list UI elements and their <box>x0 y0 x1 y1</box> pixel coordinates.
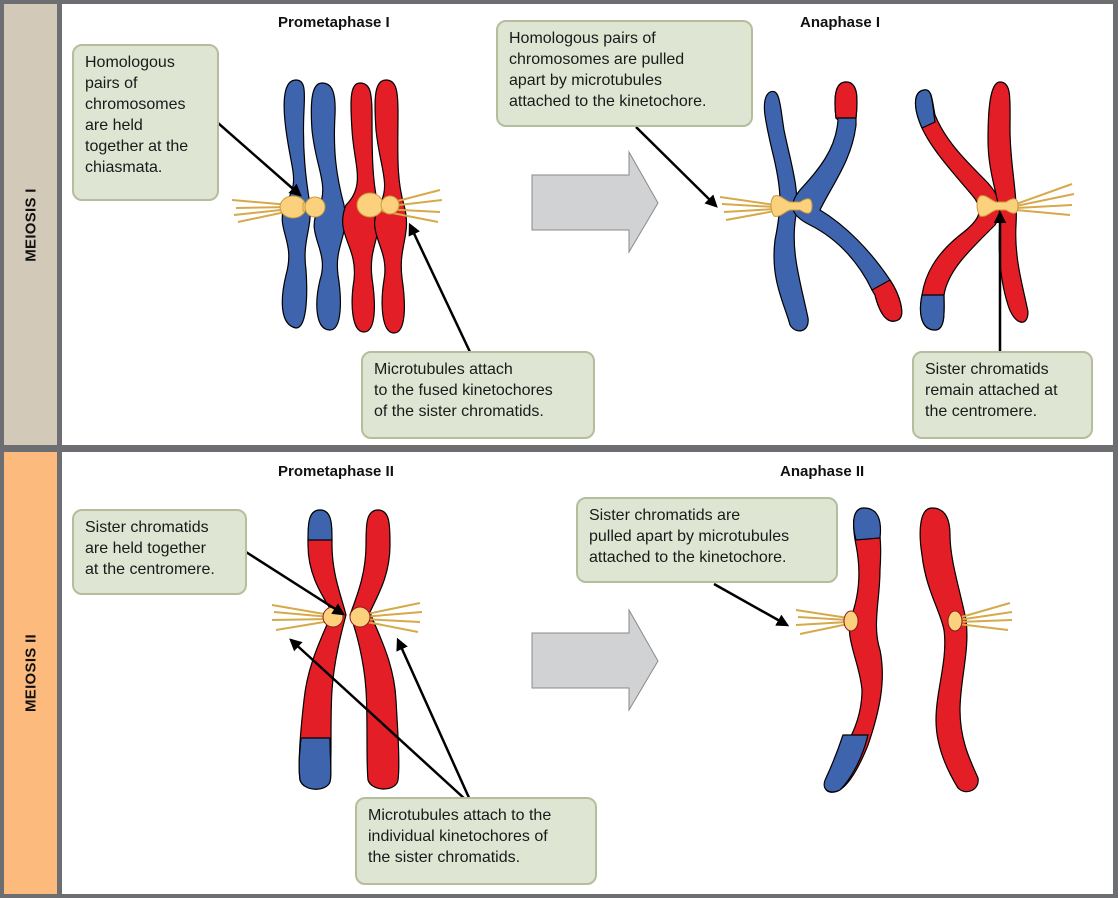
progress-arrow-meiosis-1 <box>531 150 659 254</box>
callout-chromatids-pulled-apart: Sister chromatids are pulled apart by mi… <box>576 497 838 583</box>
stage-title-anaphase-1: Anaphase I <box>800 14 881 31</box>
callout-chiasmata: Homologous pairs of chromosomes are held… <box>72 44 219 201</box>
callout-chromatids-held-together: Sister chromatids are held together at t… <box>72 509 247 595</box>
pointer-fused-kinetochores <box>408 222 472 353</box>
row-label-meiosis-2: MEIOSIS II <box>4 452 57 894</box>
callout-individual-kinetochores: Microtubules attach to the individual ki… <box>355 797 597 885</box>
kinetochores <box>279 192 400 219</box>
stage-title-prometaphase-2: Prometaphase II <box>278 463 394 480</box>
pointer-right-kinetochore <box>396 637 472 801</box>
prometaphase-1-illustration <box>231 79 443 334</box>
pointer-centromere-prometaphase-2 <box>245 550 346 616</box>
microtubules <box>719 183 1075 221</box>
kinetochores <box>770 195 1019 217</box>
callout-homologs-pulled-apart: Homologous pairs of chromosomes are pull… <box>496 20 753 127</box>
callout-pointers <box>217 122 1007 801</box>
pointer-left-kinetochore <box>289 638 467 801</box>
pointer-chiasmata <box>217 122 302 197</box>
stage-title-anaphase-2: Anaphase II <box>780 463 865 480</box>
chromatid <box>310 82 346 331</box>
callout-fused-kinetochores: Microtubules attach to the fused kinetoc… <box>361 351 595 439</box>
pointer-anaphase-2-kinetochore <box>713 582 790 627</box>
progress-arrow-meiosis-2 <box>531 608 659 712</box>
anaphase-1-illustration <box>719 81 1075 332</box>
pointer-anaphase-1-kinetochore <box>635 126 718 208</box>
callout-chromatids-remain-attached: Sister chromatids remain attached at the… <box>912 351 1093 439</box>
anaphase-2-illustration <box>795 507 1013 793</box>
row-label-meiosis-1: MEIOSIS I <box>4 4 57 445</box>
prometaphase-2-illustration <box>271 509 423 790</box>
stage-title-prometaphase-1: Prometaphase I <box>278 14 390 31</box>
